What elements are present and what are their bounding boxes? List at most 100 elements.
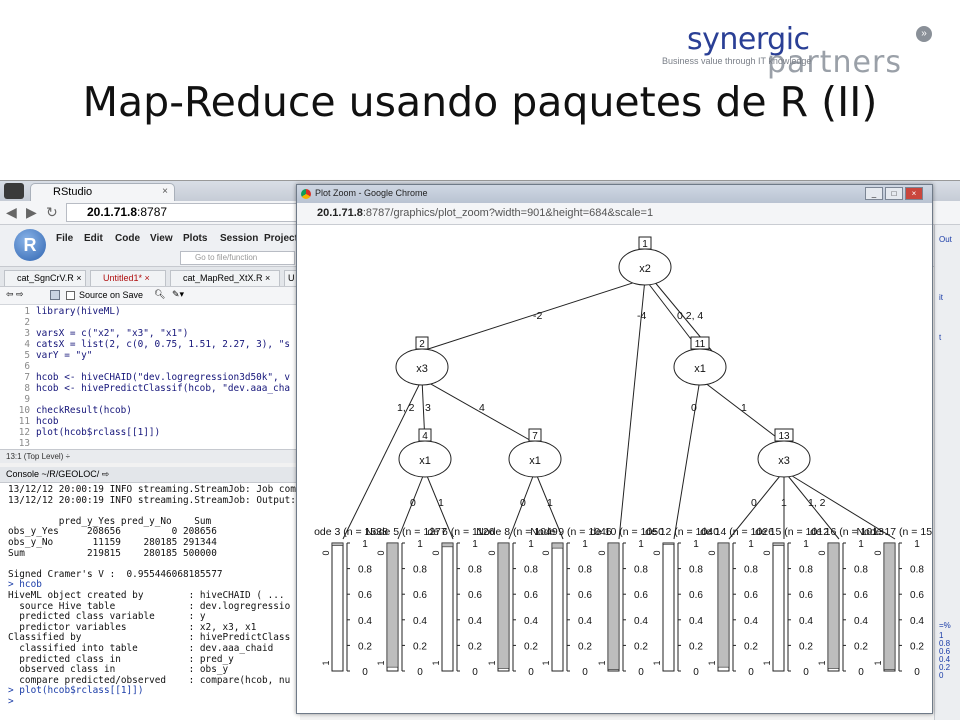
zoom-address-bar[interactable]: 20.1.71.8:8787/graphics/plot_zoom?width=… bbox=[297, 203, 932, 225]
edge-label: 0 2, 4 bbox=[677, 310, 703, 322]
forward-arrow-icon[interactable]: ▶ bbox=[26, 204, 37, 220]
reload-icon[interactable]: ↻ bbox=[46, 204, 58, 220]
edge-label: -4 bbox=[637, 310, 646, 322]
file-tab[interactable]: cat_MapRed_XtX.R × bbox=[170, 270, 280, 286]
line-number: 6 bbox=[24, 361, 30, 372]
console-line: Signed Cramer's V : 0.955446068185577 bbox=[8, 568, 223, 580]
minimize-button[interactable]: _ bbox=[865, 187, 883, 200]
file-tab[interactable]: Untitled1* × bbox=[90, 270, 166, 286]
y-tick-label: 0.8 bbox=[524, 565, 538, 576]
edge-label: 1, 2 bbox=[808, 497, 826, 509]
terminal-bar-fill bbox=[827, 542, 840, 669]
menu-file[interactable]: File bbox=[56, 233, 74, 244]
maximize-button[interactable]: □ bbox=[885, 187, 903, 200]
menu-view[interactable]: View bbox=[150, 233, 173, 244]
code-line[interactable]: 2 bbox=[0, 317, 36, 328]
code-line[interactable]: 6 bbox=[0, 361, 36, 372]
y-tick-label: 0.2 bbox=[524, 641, 538, 652]
tree-node-id-box bbox=[528, 428, 542, 442]
console-line: obs_y_Yes 208656 0 208656 bbox=[8, 526, 217, 538]
search-icon[interactable]: 🔍︎ bbox=[154, 289, 166, 299]
menu-edit[interactable]: Edit bbox=[84, 233, 103, 244]
goto-file-input[interactable]: Go to file/function bbox=[180, 251, 295, 265]
code-line[interactable]: 13 bbox=[0, 438, 36, 449]
y-tick-label: 0.8 bbox=[799, 565, 813, 576]
file-tab[interactable]: cat_SgnCrV.R × bbox=[4, 270, 86, 286]
url-input[interactable]: 20.1.71.8:8787 bbox=[66, 203, 306, 222]
y-tick-label: 0.4 bbox=[413, 616, 427, 627]
r-console[interactable]: 13/12/12 20:00:19 INFO streaming.StreamJ… bbox=[0, 483, 300, 720]
tree-node-id: 11 bbox=[695, 339, 706, 350]
logo-sub-text: partners bbox=[767, 45, 902, 80]
terminal-node-label: de 15 (n = 1012 bbox=[755, 526, 829, 538]
console-line: > plot(hcob$rclass[[1]]) bbox=[8, 685, 144, 697]
editor-toolbar: ⇦ ⇨ Source on Save 🔍︎ ✎▾ bbox=[0, 287, 300, 305]
y-tick-label: 0 bbox=[528, 667, 534, 678]
edge-label: 0 bbox=[751, 497, 757, 509]
back-arrow-icon[interactable]: ◀ bbox=[6, 204, 17, 220]
right-pane-text: 0.4 bbox=[939, 655, 951, 664]
bar-side-label: 0 bbox=[376, 550, 386, 555]
line-number: 11 bbox=[18, 416, 30, 427]
terminal-bar-fill bbox=[607, 542, 620, 671]
y-tick-label: 1 bbox=[582, 539, 588, 550]
tree-edge bbox=[618, 278, 646, 540]
tree-edge bbox=[508, 470, 536, 540]
menu-session[interactable]: Session bbox=[220, 233, 259, 244]
y-tick-label: 0.2 bbox=[468, 641, 482, 652]
y-tick-label: 0.4 bbox=[854, 616, 868, 627]
terminal-bar-fill bbox=[497, 542, 510, 669]
menu-project[interactable]: Project bbox=[264, 233, 298, 244]
menu-code[interactable]: Code bbox=[115, 233, 140, 244]
edge-label: -2 bbox=[533, 310, 542, 322]
y-tick-label: 0.4 bbox=[358, 616, 372, 627]
zoom-url-rest: :8787/graphics/plot_zoom?width=901&heigh… bbox=[362, 207, 654, 219]
right-pane-text: 0.8 bbox=[939, 639, 951, 648]
y-tick-label: 0.6 bbox=[689, 590, 703, 601]
y-tick-label: 0.2 bbox=[799, 641, 813, 652]
terminal-node-label: de 16 (n = 1013 bbox=[810, 526, 884, 538]
code-text: catsX = list(2, c(0, 0.75, 1.51, 2.27, 3… bbox=[36, 339, 290, 350]
menu-plots[interactable]: Plots bbox=[183, 233, 208, 244]
bar-side-label: 1 bbox=[762, 660, 772, 665]
tree-node-id: 1 bbox=[642, 239, 648, 250]
code-line[interactable]: 9 bbox=[0, 394, 36, 405]
tree-node-variable: x1 bbox=[529, 455, 541, 467]
editor-position: 13:1 (Top Level) ÷ bbox=[6, 452, 70, 461]
right-pane-text: t bbox=[939, 333, 942, 342]
bar-side-label: 1 bbox=[597, 660, 607, 665]
close-icon[interactable]: × bbox=[162, 186, 168, 197]
source-on-save-checkbox[interactable] bbox=[66, 291, 75, 300]
y-tick-label: 0.6 bbox=[634, 590, 648, 601]
terminal-bar-fill bbox=[883, 542, 896, 671]
console-line: predictor variables : x2, x3, x1 bbox=[8, 621, 257, 633]
tree-node-variable: x2 bbox=[639, 263, 651, 275]
console-line: predicted class variable : y bbox=[8, 611, 206, 623]
bar-side-label: 0 bbox=[597, 550, 607, 555]
nav-arrows-icon[interactable]: ⇦ ⇨ bbox=[6, 289, 24, 299]
tree-node-id-box bbox=[418, 428, 432, 442]
logo-tagline: Business value through IT knowledge bbox=[662, 56, 812, 66]
browser-tab-rstudio[interactable]: RStudio × bbox=[30, 183, 175, 201]
line-number: 12 bbox=[18, 427, 30, 438]
y-tick-label: 0 bbox=[914, 667, 920, 678]
bar-side-label: 1 bbox=[873, 660, 883, 665]
wand-icon[interactable]: ✎▾ bbox=[172, 289, 185, 299]
console-line: 13/12/12 20:00:19 INFO streaming.StreamJ… bbox=[8, 494, 296, 506]
y-tick-label: 0.6 bbox=[358, 590, 372, 601]
y-tick-label: 1 bbox=[417, 539, 423, 550]
terminal-bar-fill bbox=[662, 542, 675, 545]
tree-node-id-box bbox=[690, 336, 710, 350]
save-icon[interactable] bbox=[50, 290, 60, 300]
close-button[interactable]: × bbox=[905, 187, 923, 200]
